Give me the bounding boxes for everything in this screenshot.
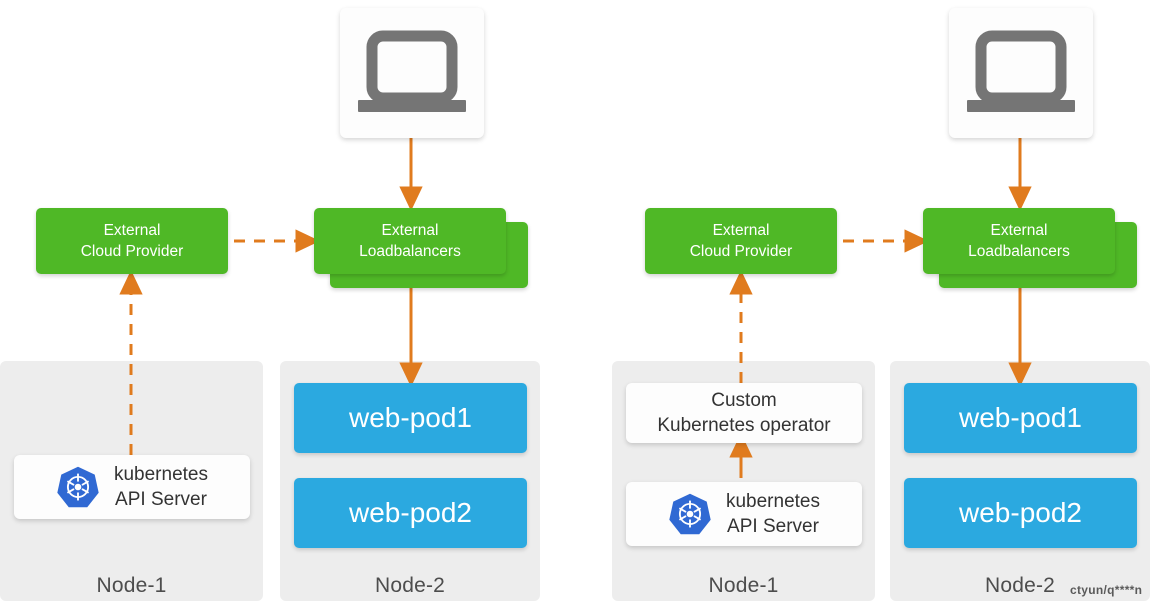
pod-left-node2-0[interactable]: web-pod1 [294,383,527,453]
external-loadbalancers-label-left: External Loadbalancers [359,222,461,260]
api-server-card-right[interactable]: kubernetes API Server [626,482,862,546]
kubernetes-logo-icon [57,466,99,508]
client-card-left[interactable] [340,8,484,138]
external-cloud-provider-right[interactable]: External Cloud Provider [645,208,837,274]
api-server-card-left[interactable]: kubernetes API Server [14,455,250,519]
node-label-right-node2: Node-2 [984,574,1056,597]
external-cloud-provider-label-right: External Cloud Provider [689,222,793,260]
external-loadbalancers-left[interactable]: External Loadbalancers [314,208,506,274]
kubernetes-logo-icon [669,493,711,535]
external-loadbalancers-label-right: External Loadbalancers [968,222,1070,260]
laptop-icon [358,30,466,112]
pod-right-node2-0[interactable]: web-pod1 [904,383,1137,453]
node-label-right-node1: Node-1 [708,574,779,597]
external-cloud-provider-left[interactable]: External Cloud Provider [36,208,228,274]
external-loadbalancers-right[interactable]: External Loadbalancers [923,208,1115,274]
node-label-left-node2: Node-2 [374,574,446,597]
external-cloud-provider-label-left: External Cloud Provider [80,222,184,260]
custom-operator-label-right: Custom Kubernetes operator [657,390,831,436]
custom-operator-card-right[interactable]: Custom Kubernetes operator [626,383,862,443]
laptop-icon [967,30,1075,112]
node-label-left-node1: Node-1 [96,574,167,597]
watermark: ctyun/q****n [1070,583,1143,597]
api-server-label-left: kubernetes API Server [113,464,208,510]
api-server-label-right: kubernetes API Server [725,491,820,537]
client-card-right[interactable] [949,8,1093,138]
pod-left-node2-1[interactable]: web-pod2 [294,478,527,548]
pod-right-node2-1[interactable]: web-pod2 [904,478,1137,548]
